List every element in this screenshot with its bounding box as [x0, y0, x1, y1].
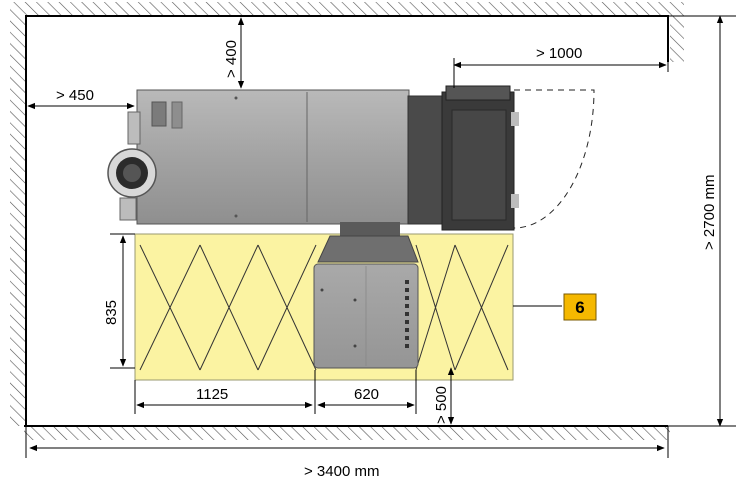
total-height-label: > 2700 mm [701, 175, 718, 250]
top-clearance-label: > 400 [223, 40, 240, 78]
pellet-unit [313, 235, 419, 369]
door-swing-arc [513, 89, 595, 229]
total-width-label: > 3400 mm [304, 463, 379, 480]
left-clearance-label: > 450 [56, 87, 94, 104]
right-clearance-label: > 1000 [536, 45, 582, 62]
unit-width-label: 620 [354, 386, 379, 403]
wall-hatching [10, 2, 684, 440]
callout-badge-6: 6 [563, 293, 597, 321]
zone-depth-label: 835 [103, 300, 120, 325]
boiler-body [107, 85, 519, 238]
extension-lines [25, 15, 736, 458]
zone-left-width-label: 1125 [196, 386, 228, 403]
dimension-lines [27, 15, 724, 452]
callout-badge-label: 6 [575, 298, 584, 317]
wall-lines [24, 15, 669, 427]
front-clearance-label: > 500 [433, 386, 450, 424]
